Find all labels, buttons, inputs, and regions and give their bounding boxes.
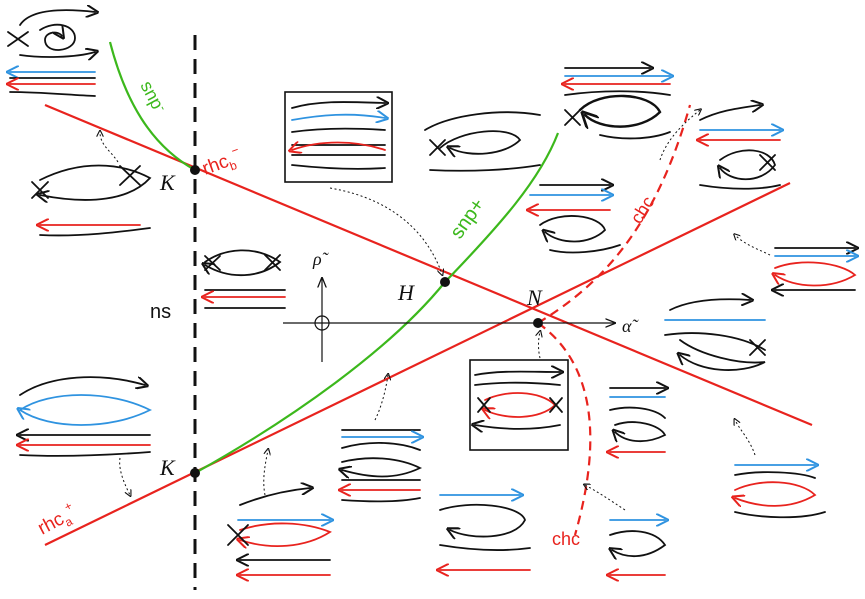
portrait-right-bottom: [735, 465, 826, 519]
axes: [283, 278, 615, 362]
portrait-inset-H: [292, 102, 385, 170]
rhc-a-label: rhca+: [33, 499, 82, 543]
snp-plus-label: snp+: [446, 194, 489, 243]
K-top-label: K: [159, 170, 176, 195]
portrait-right-N: [664, 299, 766, 371]
chc-bottom-curve: [537, 322, 592, 536]
point-H: [440, 277, 450, 287]
pointer-arrow: [735, 235, 771, 256]
portrait-inset-N: [475, 372, 562, 429]
H-label: H: [397, 280, 415, 305]
point-N: [533, 318, 543, 328]
portrait-bottom-left: [227, 488, 330, 575]
portrait-bottom-right-1: [610, 388, 665, 452]
ns-label: ns: [150, 301, 171, 323]
pointer-arrow: [735, 420, 756, 456]
rhc-a-plus-line: [44, 182, 791, 546]
N-label: N: [526, 285, 543, 310]
pointer-arrow: [329, 187, 442, 274]
portrait-bottom-center: [440, 495, 531, 570]
portrait-left-middle: [205, 249, 286, 309]
portrait-top-center-right: [530, 68, 670, 254]
chc-bottom-label: chc: [552, 529, 580, 549]
rho-axis-label: ρ̃: [312, 249, 330, 269]
snp-plus-curve: [194, 132, 560, 474]
pointer-arrow: [585, 485, 626, 511]
rhc-b-label: rhcb−: [198, 142, 245, 182]
portrait-right-middle: [775, 248, 855, 290]
inset-box-H: [284, 91, 393, 183]
portrait-lower-center: [342, 429, 420, 503]
portrait-upper-center: [424, 111, 541, 172]
portrait-right-upper: [700, 105, 780, 190]
alpha-axis-label: α̃: [622, 316, 639, 336]
pointer-arrow: [374, 375, 388, 421]
snp-minus-curve: [108, 41, 196, 171]
rhc-b-minus-line: [44, 103, 813, 427]
chc-top-curve: [537, 104, 692, 324]
pointer-arrow: [119, 457, 130, 495]
pointer-arrow: [263, 450, 268, 496]
pointer-arrow: [539, 332, 541, 359]
point-K-bottom: [190, 468, 200, 478]
portrait-bottom-right-2: [610, 520, 665, 575]
portrait-left-upper: [31, 164, 152, 237]
portrait-left-lower: [20, 376, 153, 457]
snp-minus-label: snp-: [136, 77, 170, 116]
portrait-top-left: [8, 10, 95, 97]
point-K-top: [190, 165, 200, 175]
pointer-arrow: [659, 110, 700, 161]
pointer-arrow: [100, 132, 119, 163]
K-bottom-label: K: [159, 455, 176, 480]
